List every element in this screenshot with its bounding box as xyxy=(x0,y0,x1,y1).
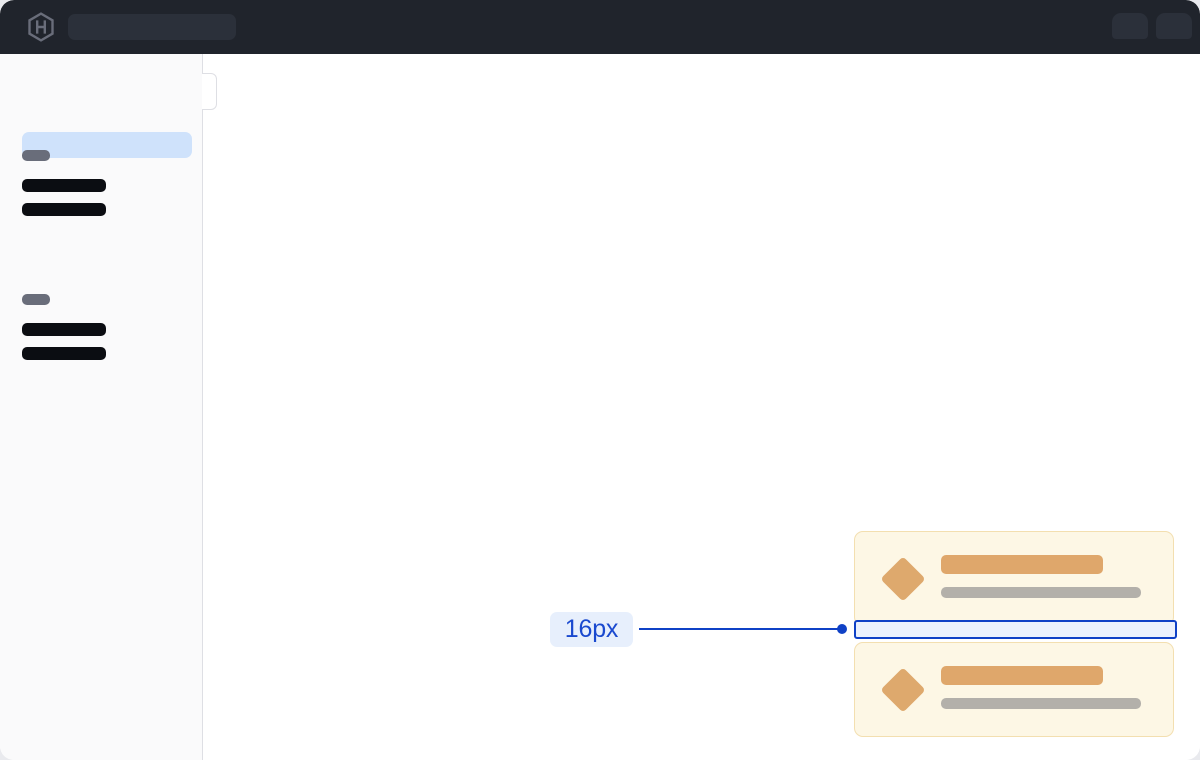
app-topbar xyxy=(0,0,1200,54)
sidebar-item-1-2[interactable] xyxy=(22,203,106,216)
diamond-alert-icon xyxy=(880,667,926,713)
alert-title xyxy=(941,555,1103,574)
alert-subtitle xyxy=(941,698,1141,709)
sidebar-group-one xyxy=(22,150,106,216)
sidebar-item-1-1[interactable] xyxy=(22,179,106,192)
alert-card[interactable] xyxy=(854,531,1174,626)
header-action-skeleton-a[interactable] xyxy=(1112,13,1148,39)
sidebar-collapse-handle[interactable] xyxy=(202,73,217,110)
spacing-leader-line xyxy=(639,628,844,630)
header-action-skeleton-b[interactable] xyxy=(1156,13,1192,39)
sidebar-item-2-1[interactable] xyxy=(22,323,106,336)
sidebar xyxy=(0,54,203,760)
sidebar-group-two xyxy=(22,294,106,360)
spacing-leader-dot xyxy=(837,624,847,634)
hexagon-h-logo-icon xyxy=(26,12,56,42)
spacing-measure-highlight xyxy=(854,620,1177,639)
alert-card[interactable] xyxy=(854,642,1174,737)
diamond-alert-icon xyxy=(880,556,926,602)
spacing-value-badge: 16px xyxy=(550,612,633,647)
alert-title xyxy=(941,666,1103,685)
sidebar-group-label xyxy=(22,294,50,305)
search-input[interactable] xyxy=(68,14,236,40)
sidebar-item-active[interactable] xyxy=(22,132,192,158)
sidebar-group-label xyxy=(22,150,50,161)
sidebar-item-2-2[interactable] xyxy=(22,347,106,360)
alert-subtitle xyxy=(941,587,1141,598)
